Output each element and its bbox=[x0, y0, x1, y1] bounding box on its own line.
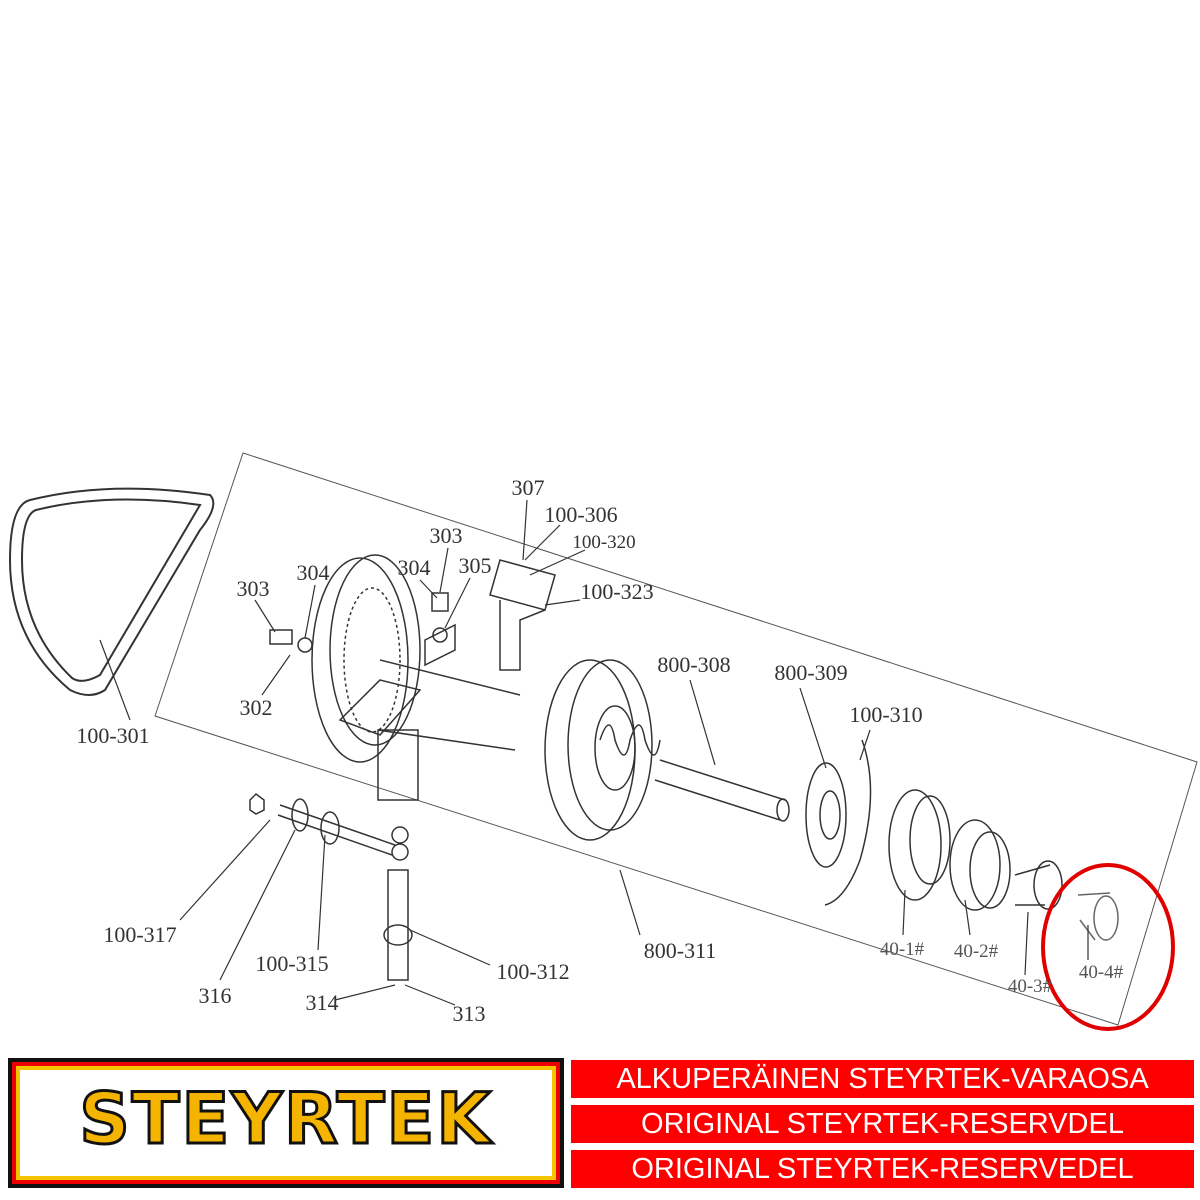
steyrtek-logo: STEYRTEK bbox=[8, 1058, 564, 1188]
part-label: 100-315 bbox=[255, 951, 329, 976]
part-label: 314 bbox=[305, 990, 339, 1015]
part-label: 40-3# bbox=[1007, 976, 1053, 997]
highlight-circle bbox=[1041, 863, 1175, 1031]
part-label: 100-320 bbox=[572, 532, 636, 553]
banner-finnish: ALKUPERÄINEN STEYRTEK-VARAOSA bbox=[571, 1060, 1194, 1098]
bolt-303 bbox=[269, 629, 293, 645]
part-label: 100-306 bbox=[544, 502, 618, 527]
part-label: 304 bbox=[296, 560, 330, 585]
lower-shaft-assembly bbox=[249, 793, 413, 981]
cone-40-3 bbox=[1014, 860, 1063, 910]
part-label: 40-4# bbox=[1078, 962, 1124, 983]
part-label: 800-309 bbox=[774, 660, 848, 685]
part-label: 40-1# bbox=[879, 939, 925, 960]
part-label: 800-311 bbox=[643, 938, 717, 963]
part-label: 100-323 bbox=[580, 579, 654, 604]
washer-304 bbox=[297, 637, 313, 653]
flange-wheel bbox=[311, 554, 421, 763]
cone-40-2 bbox=[949, 819, 1011, 911]
main-shaft bbox=[654, 759, 790, 822]
spring bbox=[599, 724, 661, 756]
bolt-303-top bbox=[431, 592, 449, 612]
part-label: 100-312 bbox=[496, 959, 570, 984]
v-belt bbox=[8, 487, 215, 696]
pressure-disc bbox=[805, 762, 847, 868]
part-label: 302 bbox=[239, 695, 273, 720]
sensor-bracket bbox=[489, 559, 556, 671]
leader-lines bbox=[99, 499, 1089, 1006]
part-label: 303 bbox=[236, 576, 270, 601]
washer-304-top bbox=[432, 627, 448, 643]
part-label: 100-301 bbox=[76, 723, 150, 748]
part-label: 313 bbox=[452, 1001, 486, 1026]
part-label: 100-317 bbox=[103, 922, 177, 947]
banner-norwegian: ORIGINAL STEYRTEK-RESERVEDEL bbox=[571, 1150, 1194, 1188]
part-label: 307 bbox=[511, 475, 545, 500]
wire-spring bbox=[824, 739, 872, 906]
cone-40-1 bbox=[888, 789, 951, 901]
pressure-disc-inner bbox=[819, 790, 841, 840]
assembly-frame bbox=[154, 452, 1198, 1026]
part-label: 100-310 bbox=[849, 702, 923, 727]
part-label: 800-308 bbox=[657, 652, 731, 677]
bearing-housing bbox=[544, 659, 653, 841]
logo-wordmark: STEYRTEK bbox=[78, 1077, 493, 1162]
part-label: 316 bbox=[198, 983, 232, 1008]
shaft-housing bbox=[338, 623, 521, 801]
part-label: 304 bbox=[397, 555, 431, 580]
part-label: 303 bbox=[429, 523, 463, 548]
part-label: 305 bbox=[458, 553, 492, 578]
part-label: 40-2# bbox=[953, 941, 999, 962]
banner-swedish: ORIGINAL STEYRTEK-RESERVDEL bbox=[571, 1105, 1194, 1143]
cone-40-4 bbox=[1077, 892, 1119, 941]
